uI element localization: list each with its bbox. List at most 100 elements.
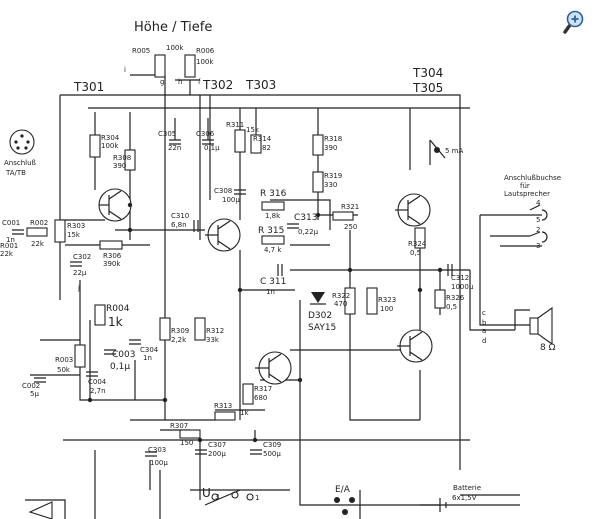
label-c306: C306 (196, 130, 215, 138)
terminal-g: g (160, 78, 164, 86)
terminal-b: b (482, 319, 487, 327)
label-c309: C309 (263, 441, 281, 449)
resistor-r316 (261, 201, 285, 211)
stage-label-t304: T304 (412, 66, 443, 80)
resistor-r314 (250, 134, 262, 154)
value-c308: 100µ (222, 196, 240, 204)
capacitor-c002 (34, 377, 46, 383)
value-c313: 0,22µ (298, 228, 319, 236)
label-r326: R326 (446, 294, 465, 302)
stage-label-t301: T301 (73, 80, 104, 94)
switch-u-pin-3: 3 (215, 493, 219, 501)
transistor-t302 (205, 218, 241, 252)
title-label: Höhe / Tiefe (134, 20, 212, 35)
component-labels: R005 100k R006 100k R304 100k R308 390 C… (0, 44, 561, 502)
value-r323: 100 (380, 305, 393, 313)
label-c307: C307 (208, 441, 226, 449)
value-r307: 150 (180, 439, 193, 447)
connector-din-icon (9, 129, 35, 155)
value-r309: 2,2k (171, 336, 187, 344)
resistor-r315 (261, 235, 285, 245)
ground-icon (28, 501, 53, 519)
capacitor-c306 (202, 139, 214, 145)
resistor-r324 (414, 227, 426, 249)
zoom-in-button[interactable] (562, 10, 586, 36)
label-r319: R319 (324, 172, 342, 180)
value-c002: 5µ (30, 390, 39, 398)
label-c310: C310 (171, 212, 189, 220)
label-r303: R303 (67, 222, 85, 230)
value-r005: 100k (166, 44, 184, 52)
switch-block-u (204, 489, 254, 506)
value-r317: 680 (254, 394, 267, 402)
label-r005: R005 (132, 47, 150, 55)
label-r304: R304 (101, 134, 120, 142)
terminal-f: f (198, 78, 201, 86)
label-r317: R317 (254, 385, 272, 393)
speaker-jack-icon (529, 204, 548, 247)
transistor-t301 (98, 188, 132, 222)
value-r001: 22k (0, 250, 14, 258)
resistor-r309 (159, 317, 171, 341)
label-c312: C312 (451, 274, 469, 282)
pot-r005 (154, 54, 166, 78)
capacitor-c310 (193, 220, 199, 232)
label-c313: C313 (294, 213, 317, 223)
terminal-j: j (77, 284, 80, 292)
connector-sub-label: TA/TB (5, 169, 26, 177)
diode-name-label: D302 (308, 311, 332, 321)
switch-ea-label: E/A (335, 485, 351, 495)
terminal-i: i (124, 66, 126, 74)
capacitor-c305 (169, 139, 181, 145)
label-r323: R323 (378, 296, 396, 304)
label-r308: R308 (113, 154, 131, 162)
value-r003: 50k (57, 366, 71, 374)
label-r001: R001 (0, 242, 18, 250)
label-r312: R312 (206, 327, 224, 335)
label-r311: R311 (226, 121, 244, 129)
value-c004: 2,7n (90, 387, 106, 395)
label-r306: R306 (103, 252, 122, 260)
diode-type-label: SAY15 (308, 323, 336, 333)
value-c307: 200µ (208, 450, 226, 458)
speaker-jack-sub1: für (520, 182, 530, 190)
value-r004: 1k (108, 315, 123, 329)
jack-pin-3: 3 (536, 242, 540, 250)
switch-u-pin-1: 1 (255, 494, 259, 502)
jack-pin-4: 4 (536, 199, 541, 207)
value-r319: 330 (324, 181, 337, 189)
label-c305: C305 (158, 130, 176, 138)
capacitor-c309 (250, 449, 262, 455)
magnifier-plus-icon (563, 10, 584, 34)
value-r304: 100k (101, 142, 119, 150)
value-r006: 100k (196, 58, 214, 66)
connector-label: Anschluß (4, 159, 37, 167)
value-r303: 15k (67, 231, 81, 239)
value-c309: 500µ (263, 450, 281, 458)
value-r313: 1k (240, 409, 249, 417)
speaker-impedance-label: 8 Ω (540, 343, 556, 353)
stage-label-t305: T305 (412, 81, 443, 95)
value-r321: 250 (344, 223, 357, 231)
resistor-r318 (312, 134, 324, 156)
capacitor-c304 (129, 339, 141, 345)
switch-block-ea (334, 497, 355, 515)
stage-label-t303: T303 (245, 78, 276, 92)
value-c312: 1000µ (451, 283, 474, 291)
resistor-r323 (366, 287, 378, 315)
capacitor-c302 (70, 261, 82, 267)
value-c305: 22n (168, 144, 181, 152)
value-r316: 1,8k (265, 212, 281, 220)
switch-u-label: U (202, 486, 211, 500)
label-r307: R307 (170, 422, 188, 430)
label-r003: R003 (55, 356, 73, 364)
label-r318: R318 (324, 135, 342, 143)
label-r313: R313 (214, 402, 232, 410)
diode-d302 (310, 292, 326, 305)
battery-spec-label: 6x1,5V (452, 494, 477, 502)
label-r309: R309 (171, 327, 189, 335)
pot-r006 (184, 54, 196, 78)
resistor-r317 (242, 383, 254, 405)
